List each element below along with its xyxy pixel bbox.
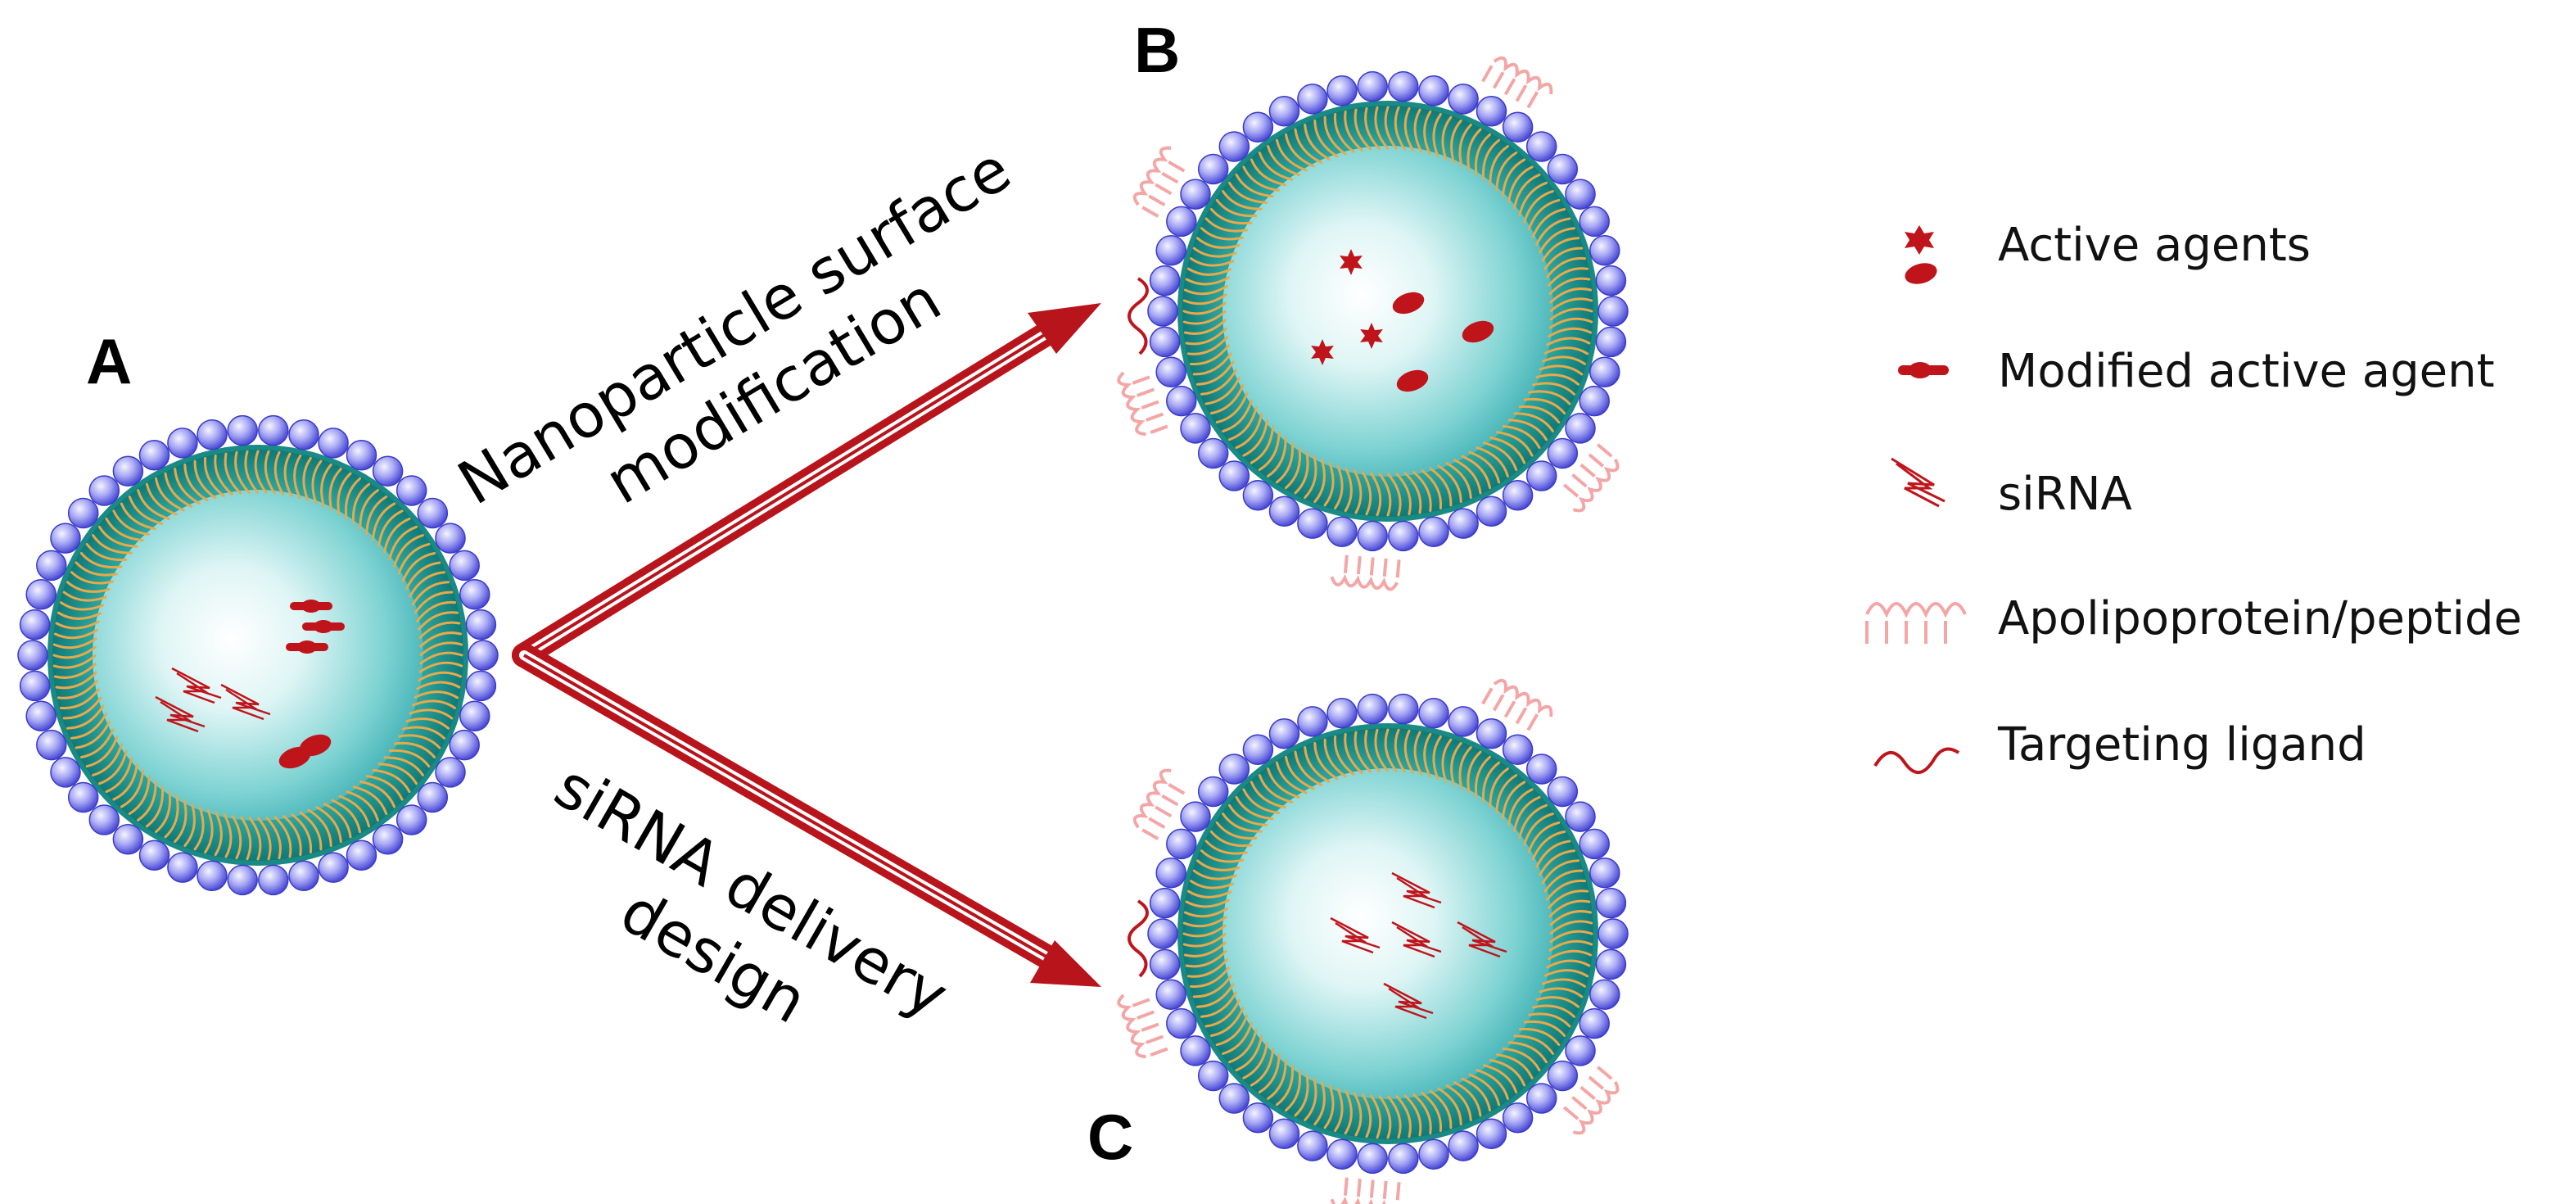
upper-arrowhead-icon (1028, 303, 1101, 354)
legend-item-sirna: siRNA (1891, 457, 2132, 521)
active-agent-icon (1462, 320, 1494, 343)
modified-active-agent-icon (1898, 362, 1949, 378)
legend-item-active-agents: Active agents (1905, 219, 2311, 284)
nanoparticle-a (17, 414, 499, 896)
payload (1330, 871, 1507, 1020)
sirna-icon (220, 683, 271, 721)
lipid-bead-layer (1147, 70, 1629, 552)
targeting-ligand-icon (1128, 277, 1149, 355)
apolipoprotein-icon (1330, 554, 1401, 591)
apolipoprotein-icon (1562, 443, 1620, 513)
legend-item-targeting-ligand: Targeting ligand (1873, 718, 2366, 774)
sirna-icon (155, 695, 206, 733)
legend-item-modified-active-agent: Modified active agent (1898, 345, 2495, 398)
legend-item-apolipoprotein: Apolipoprotein/peptide (1865, 592, 2522, 645)
nanoparticle-c (1117, 678, 1629, 1204)
active-agent-icon (1340, 249, 1363, 275)
lower-arrow (512, 643, 1101, 987)
apolipoprotein-icon (1117, 371, 1168, 437)
active-agent-icon (1360, 323, 1383, 349)
sirna-icon (1330, 917, 1381, 954)
panel-label-b: B (1134, 14, 1180, 86)
apolipoprotein-icon (1481, 56, 1553, 109)
targeting-ligand-icon (1873, 747, 1960, 774)
active-agent-icon (299, 734, 332, 757)
apolipoprotein-icon (1132, 146, 1186, 218)
lipid-bead-layer (1147, 693, 1629, 1175)
sirna-icon (171, 667, 222, 704)
apolipoprotein-icon (1481, 678, 1553, 731)
upper-arrow (512, 303, 1101, 668)
panel-label-c: C (1087, 1101, 1133, 1173)
sirna-icon (1383, 982, 1434, 1020)
payload (155, 600, 345, 769)
legend-label: Active agents (1998, 219, 2311, 272)
targeting-ligand-icon (1128, 899, 1149, 978)
apolipoprotein-icon (1117, 994, 1168, 1059)
legend: Active agents Modified active agent siRN… (1865, 219, 2522, 774)
active-agents-icon (1905, 225, 1937, 284)
lipid-bead-layer (17, 414, 499, 896)
apolipoprotein-icon (1562, 1066, 1620, 1135)
legend-label: Modified active agent (1998, 345, 2495, 398)
active-agent-icon (1392, 292, 1425, 315)
legend-label: Apolipoprotein/peptide (1998, 592, 2522, 645)
sirna-icon (1391, 921, 1442, 958)
apolipoprotein-icon (1330, 1177, 1401, 1204)
sirna-icon (1457, 921, 1507, 958)
sirna-icon (1391, 871, 1442, 909)
apolipoprotein-icon (1865, 602, 1967, 644)
sirna-icon (1891, 457, 1946, 508)
lower-arrowhead-icon (1030, 940, 1101, 987)
active-agent-icon (1311, 339, 1334, 365)
legend-label: siRNA (1998, 468, 2132, 521)
nanoparticle-b (1117, 56, 1629, 591)
panel-label-a: A (86, 325, 132, 397)
payload (1311, 249, 1494, 392)
active-agent-icon (1396, 369, 1429, 392)
legend-label: Targeting ligand (1997, 718, 2366, 772)
apolipoprotein-icon (1132, 768, 1186, 840)
